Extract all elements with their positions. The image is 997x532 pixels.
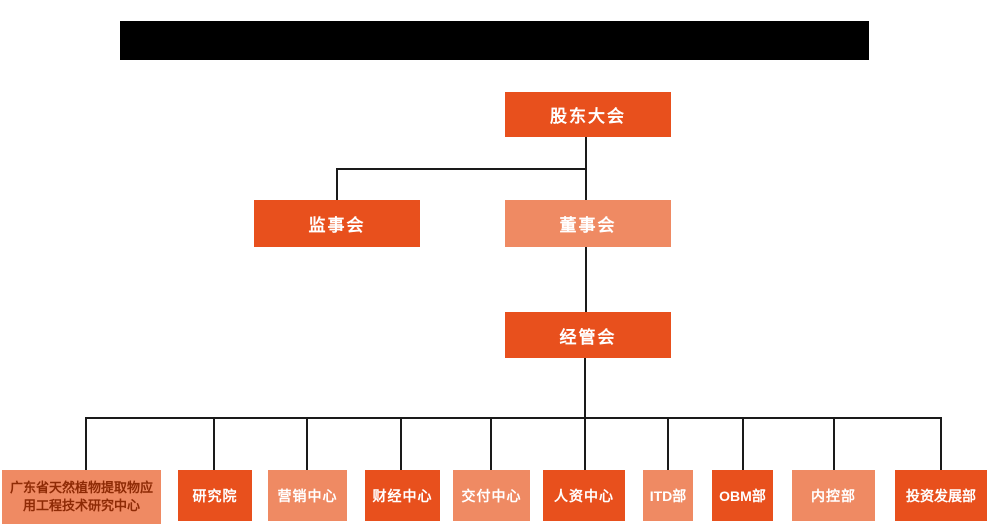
connector-line (213, 417, 215, 470)
org-node-shareholders-meeting: 股东大会 (505, 92, 671, 137)
connector-line (584, 358, 586, 470)
connector-line (833, 417, 835, 470)
org-node-obm-department: OBM部 (712, 470, 773, 521)
org-node-label: 股东大会 (550, 107, 626, 126)
org-node-internal-control-department: 内控部 (792, 470, 875, 521)
connector-line (585, 247, 587, 312)
org-node-hr-center: 人资中心 (543, 470, 625, 521)
org-node-marketing-center: 营销中心 (268, 470, 347, 521)
org-node-delivery-center: 交付中心 (453, 470, 530, 521)
org-node-label: 营销中心 (277, 487, 338, 504)
org-node-itd-department: ITD部 (643, 470, 693, 521)
org-node-label: 内控部 (811, 487, 856, 504)
org-node-label: 监事会 (308, 216, 366, 235)
org-node-label: ITD部 (649, 487, 687, 504)
org-node-finance-center: 财经中心 (365, 470, 440, 521)
connector-line (85, 417, 87, 470)
org-node-label: 董事会 (559, 216, 617, 235)
org-node-investment-development-department: 投资发展部 (895, 470, 987, 521)
org-node-label: 人资中心 (554, 487, 614, 504)
org-node-label: 交付中心 (461, 487, 522, 504)
connector-line (336, 168, 587, 170)
org-node-label: 经管会 (559, 327, 617, 347)
redacted-title-bar (120, 21, 869, 60)
org-node-guangdong-research-center: 广东省天然植物提取物应用工程技术研究中心 (2, 470, 161, 524)
connector-line (490, 417, 492, 470)
org-node-label: 投资发展部 (906, 487, 976, 504)
org-node-supervisory-board: 监事会 (254, 200, 420, 247)
connector-bus-line (85, 417, 942, 419)
org-node-research-institute: 研究院 (178, 470, 252, 521)
org-node-label: 财经中心 (372, 487, 433, 504)
org-node-label: 研究院 (192, 487, 238, 504)
connector-line (667, 417, 669, 470)
org-node-board-of-directors: 董事会 (505, 200, 671, 247)
connector-line (742, 417, 744, 470)
org-node-label: 广东省天然植物提取物应用工程技术研究中心 (9, 480, 153, 513)
connector-line (940, 417, 942, 470)
org-node-management-committee: 经管会 (505, 312, 671, 358)
connector-line (400, 417, 402, 470)
connector-line (306, 417, 308, 470)
org-node-label: OBM部 (719, 487, 766, 504)
connector-line (336, 168, 338, 200)
